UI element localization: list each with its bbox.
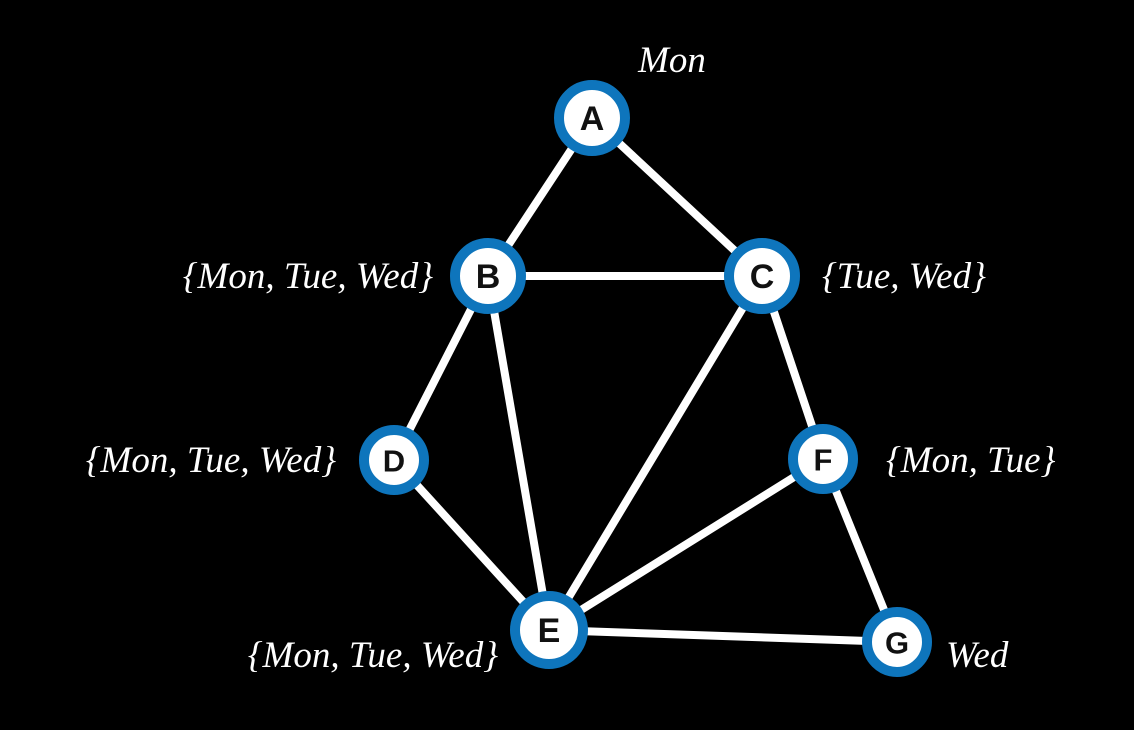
node-circle-c: [724, 238, 800, 314]
graph-node-f[interactable]: F: [788, 424, 858, 494]
node-circle-g: [862, 607, 932, 677]
graph-node-a[interactable]: A: [554, 80, 630, 156]
domain-label-e: {Mon, Tue, Wed}: [248, 635, 498, 676]
domain-label-g: Wed: [946, 635, 1009, 676]
domain-label-f: {Mon, Tue}: [886, 440, 1056, 481]
domain-label-b: {Mon, Tue, Wed}: [183, 256, 433, 297]
node-circle-a: [554, 80, 630, 156]
graph-node-c[interactable]: C: [724, 238, 800, 314]
nodes-layer: A B C D E F G: [359, 80, 932, 677]
graph-edge-b-e: [484, 272, 553, 634]
node-letter-b: B: [476, 258, 501, 296]
domain-label-c: {Tue, Wed}: [822, 256, 986, 297]
domain-label-a: Mon: [637, 40, 706, 81]
node-letter-g: G: [885, 626, 909, 661]
domain-label-d: {Mon, Tue, Wed}: [86, 440, 336, 481]
graph-edge-a-c: [588, 114, 766, 280]
node-circle-f: [788, 424, 858, 494]
node-circle-e: [510, 591, 588, 669]
graph-node-g[interactable]: G: [862, 607, 932, 677]
graph-edge-c-e: [545, 272, 766, 634]
labels-layer: Mon {Mon, Tue, Wed} {Tue, Wed} {Mon, Tue, W…: [86, 40, 1056, 676]
graph-node-d[interactable]: D: [359, 425, 429, 495]
graph-node-b[interactable]: B: [450, 238, 526, 314]
node-letter-d: D: [383, 444, 405, 479]
node-letter-a: A: [580, 100, 605, 138]
graph-edge-e-g: [545, 626, 901, 646]
edges-layer: [390, 114, 901, 646]
node-circle-b: [450, 238, 526, 314]
graph-edge-e-f: [545, 455, 827, 634]
node-letter-f: F: [814, 443, 833, 478]
node-letter-c: C: [750, 258, 775, 296]
node-letter-e: E: [538, 612, 561, 650]
graph-node-e[interactable]: E: [510, 591, 588, 669]
node-circle-d: [359, 425, 429, 495]
